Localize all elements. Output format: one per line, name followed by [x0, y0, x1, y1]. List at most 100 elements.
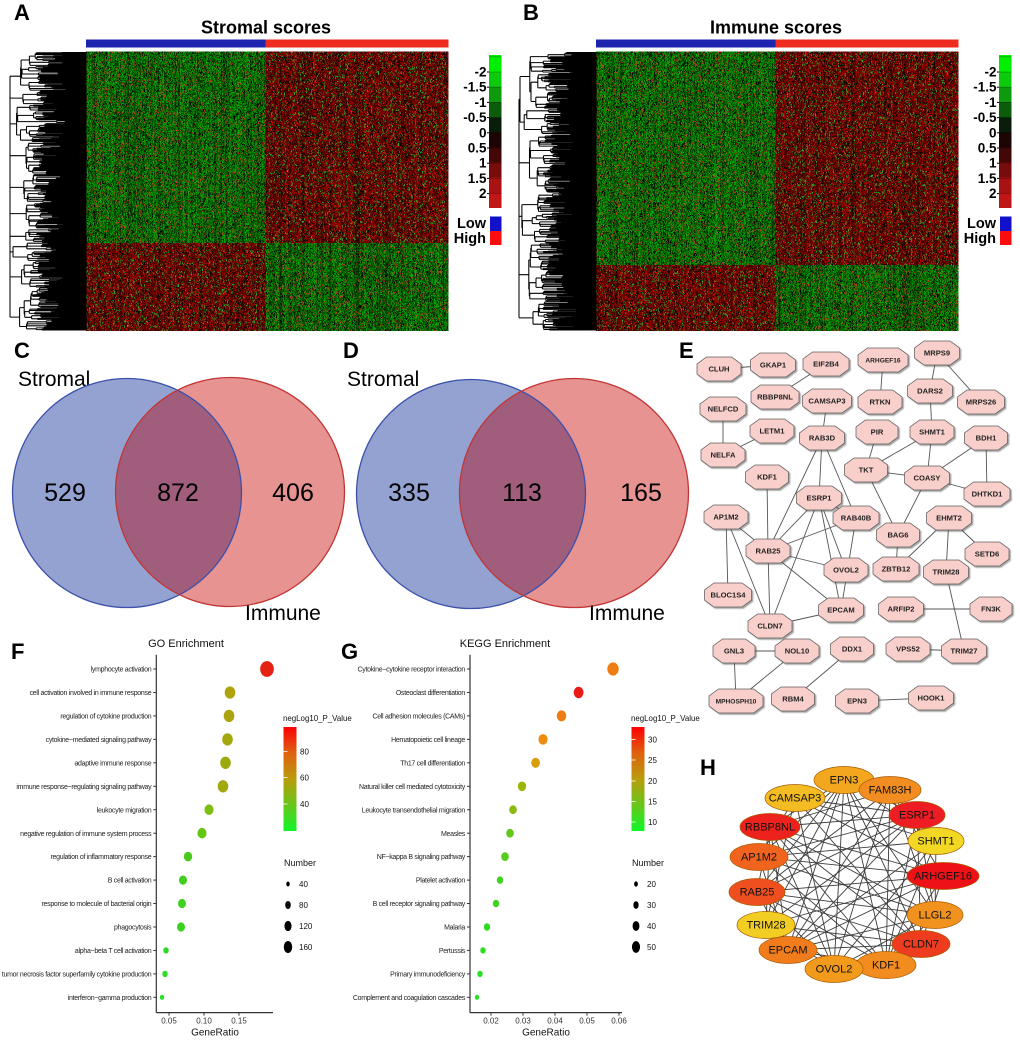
svg-text:0: 0	[479, 125, 487, 140]
svg-text:B cell receptor signaling path: B cell receptor signaling pathway	[373, 901, 466, 908]
svg-text:335: 335	[388, 479, 430, 507]
svg-text:1.5: 1.5	[468, 171, 487, 186]
svg-text:Immune: Immune	[245, 602, 321, 625]
svg-text:ZBTB12: ZBTB12	[882, 565, 911, 574]
svg-text:VPS52: VPS52	[896, 645, 920, 654]
svg-text:D: D	[343, 338, 359, 363]
svg-text:EPN3: EPN3	[847, 697, 867, 706]
svg-text:RAB3D: RAB3D	[809, 434, 836, 443]
svg-text:Measles: Measles	[441, 831, 466, 838]
svg-text:20: 20	[647, 880, 656, 889]
svg-text:Cytokine−cytokine receptor int: Cytokine−cytokine receptor interaction	[358, 667, 466, 674]
svg-text:-1: -1	[474, 95, 486, 110]
svg-text:NF−kappa B signaling pathway: NF−kappa B signaling pathway	[377, 854, 466, 861]
svg-text:80: 80	[299, 901, 308, 910]
svg-text:DDX1: DDX1	[842, 645, 863, 654]
svg-text:lymphocyte activation: lymphocyte activation	[91, 667, 152, 674]
svg-text:FN3K: FN3K	[981, 605, 1001, 614]
svg-text:regulation of cytokine product: regulation of cytokine production	[60, 714, 151, 721]
svg-text:TRIM28: TRIM28	[746, 920, 785, 932]
svg-text:LLGL2: LLGL2	[918, 910, 951, 922]
svg-text:40: 40	[300, 800, 309, 809]
svg-text:Low: Low	[967, 216, 997, 232]
svg-text:immune response−regulating sig: immune response−regulating signaling pat…	[16, 784, 152, 791]
svg-text:Complement and coagulation cas: Complement and coagulation cascades	[353, 995, 466, 1002]
svg-text:ARHGEF16: ARHGEF16	[865, 358, 901, 365]
svg-text:regulation of inflammatory res: regulation of inflammatory response	[51, 854, 152, 861]
svg-text:160: 160	[299, 943, 313, 952]
svg-text:RBBP8NL: RBBP8NL	[745, 822, 795, 834]
svg-text:GeneRatio: GeneRatio	[191, 1028, 239, 1039]
svg-text:H: H	[700, 755, 716, 780]
svg-text:Number: Number	[632, 858, 664, 868]
svg-text:-0.5: -0.5	[973, 110, 997, 125]
svg-text:529: 529	[44, 479, 86, 507]
svg-text:cell activation involved in im: cell activation involved in immune respo…	[30, 690, 152, 697]
svg-text:2: 2	[989, 186, 997, 201]
svg-text:40: 40	[647, 922, 656, 931]
svg-text:LETM1: LETM1	[760, 427, 786, 436]
svg-text:DARS2: DARS2	[917, 387, 943, 396]
svg-text:30: 30	[647, 901, 656, 910]
svg-text:COASY: COASY	[913, 474, 940, 483]
svg-text:High: High	[964, 231, 996, 247]
svg-text:0.15: 0.15	[231, 1017, 247, 1026]
svg-text:2: 2	[479, 186, 487, 201]
svg-text:ESRP1: ESRP1	[899, 810, 935, 822]
svg-text:RBBP8NL: RBBP8NL	[757, 393, 793, 402]
svg-text:406: 406	[272, 479, 314, 507]
svg-text:EHMT2: EHMT2	[936, 514, 962, 523]
svg-text:SHMT1: SHMT1	[917, 836, 954, 848]
svg-text:negative regulation of immune: negative regulation of immune system pro…	[20, 831, 152, 838]
svg-text:E: E	[679, 338, 694, 363]
svg-text:Natural killer cell mediated c: Natural killer cell mediated cytotoxicit…	[359, 784, 466, 791]
svg-text:MPHOSPH10: MPHOSPH10	[716, 699, 757, 706]
svg-text:0.10: 0.10	[196, 1017, 212, 1026]
svg-text:TRIM27: TRIM27	[950, 647, 977, 656]
svg-text:1: 1	[479, 156, 487, 171]
svg-text:cytokine−mediated signaling pa: cytokine−mediated signaling pathway	[46, 737, 152, 744]
svg-text:Th17 cell differentiation: Th17 cell differentiation	[400, 760, 465, 767]
svg-text:872: 872	[157, 479, 199, 507]
svg-text:OVOL2: OVOL2	[833, 566, 859, 575]
svg-text:0.04: 0.04	[547, 1017, 563, 1026]
svg-text:RBM4: RBM4	[782, 695, 804, 704]
svg-text:GKAP1: GKAP1	[760, 361, 787, 370]
svg-text:CLUH: CLUH	[708, 365, 729, 374]
svg-text:50: 50	[647, 943, 656, 952]
svg-text:30: 30	[648, 736, 657, 745]
svg-text:1: 1	[989, 156, 997, 171]
svg-text:B cell activation: B cell activation	[108, 878, 152, 885]
svg-text:EIF2B4: EIF2B4	[813, 360, 840, 369]
svg-text:-0.5: -0.5	[463, 110, 487, 125]
svg-text:0.05: 0.05	[161, 1017, 177, 1026]
svg-text:tumor necrosis factor superfam: tumor necrosis factor superfamily cytoki…	[2, 972, 152, 979]
svg-text:RAB25: RAB25	[740, 887, 775, 899]
svg-text:EPCAM: EPCAM	[768, 945, 807, 957]
svg-text:interferon−gamma production: interferon−gamma production	[68, 995, 152, 1002]
svg-text:Cell adhesion molecules (CAMs): Cell adhesion molecules (CAMs)	[372, 714, 465, 721]
svg-text:AP1M2: AP1M2	[713, 513, 738, 522]
svg-text:EPN3: EPN3	[830, 775, 859, 787]
svg-text:High: High	[454, 231, 486, 247]
svg-text:ARFIP2: ARFIP2	[887, 605, 914, 614]
svg-text:Stromal scores: Stromal scores	[201, 18, 331, 38]
svg-text:15: 15	[648, 798, 657, 807]
svg-text:response to molecule of bacter: response to molecule of bacterial origin	[42, 901, 152, 908]
svg-text:Stromal: Stromal	[18, 368, 90, 391]
svg-text:40: 40	[299, 880, 308, 889]
svg-text:C: C	[14, 338, 30, 363]
svg-text:0.03: 0.03	[515, 1017, 531, 1026]
svg-text:KDF1: KDF1	[872, 960, 900, 972]
svg-text:CLDN7: CLDN7	[757, 622, 782, 631]
svg-text:Malaria: Malaria	[444, 925, 465, 932]
svg-text:RTKN: RTKN	[869, 398, 890, 407]
svg-text:TRIM28: TRIM28	[932, 568, 959, 577]
svg-text:BDH1: BDH1	[976, 434, 997, 443]
svg-text:negLog10_P_Value: negLog10_P_Value	[283, 714, 352, 723]
svg-text:-1.5: -1.5	[463, 80, 487, 95]
svg-text:Primary immunodeficiency: Primary immunodeficiency	[390, 972, 466, 979]
svg-text:BAG6: BAG6	[887, 531, 908, 540]
svg-text:phagocytosis: phagocytosis	[114, 925, 152, 932]
svg-text:MRPS26: MRPS26	[966, 398, 996, 407]
